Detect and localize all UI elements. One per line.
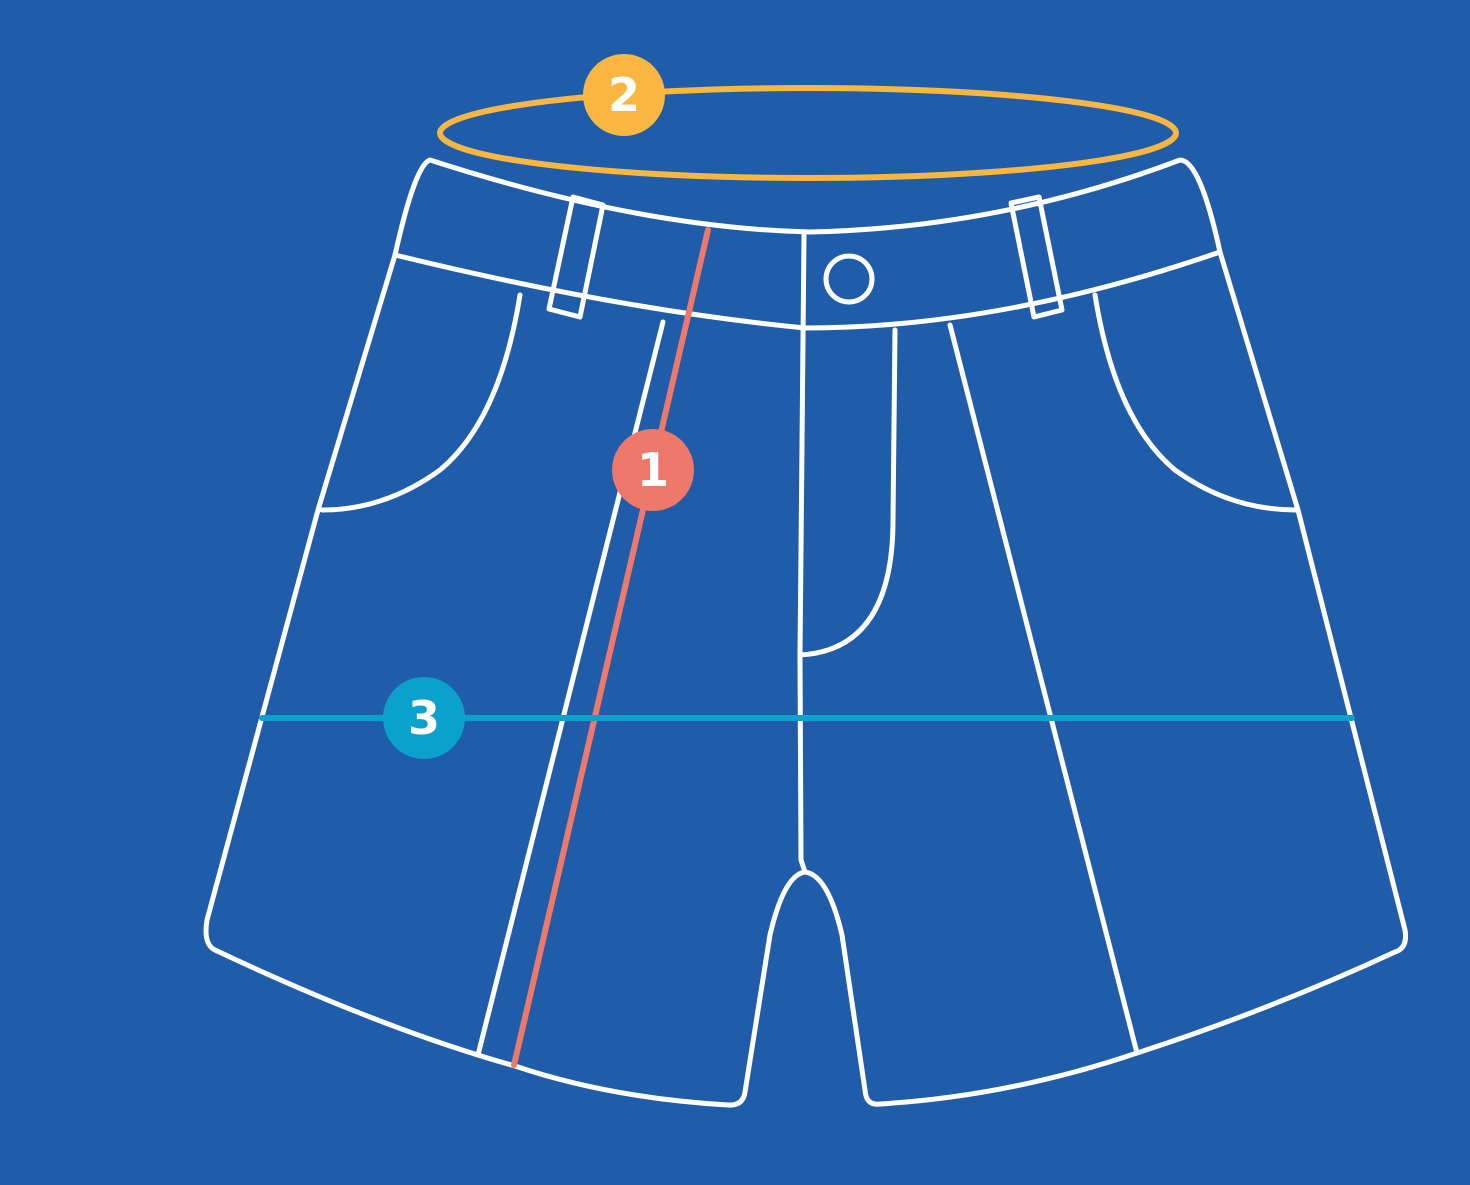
center-seam [797, 232, 808, 875]
badge-circle [612, 429, 694, 511]
fly-stitch [797, 327, 898, 658]
badge-3: 3 [383, 677, 465, 759]
badge-2: 2 [583, 54, 665, 136]
pocket-left [319, 292, 523, 513]
badge-number: 3 [408, 691, 440, 745]
shorts-outline [203, 157, 1408, 1108]
button-icon [823, 253, 875, 305]
length-measure-line [511, 227, 711, 1068]
badge-number: 1 [637, 443, 669, 497]
badge-circle [383, 677, 465, 759]
waist-measure-line [437, 85, 1179, 181]
badge-circle [583, 54, 665, 136]
belt-loop-left [546, 194, 606, 320]
belt-loop-right [1008, 194, 1065, 320]
badge-1: 1 [612, 429, 694, 511]
pocket-right [1092, 292, 1299, 513]
crease-right [947, 322, 1140, 1056]
badge-number: 2 [608, 68, 640, 122]
